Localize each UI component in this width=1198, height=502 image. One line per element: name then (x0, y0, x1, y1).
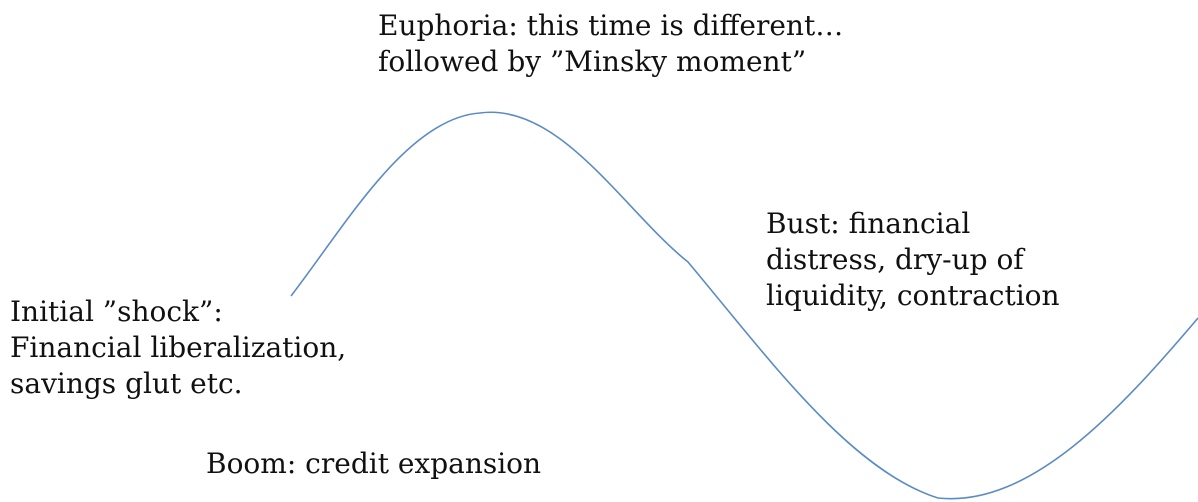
boom-label: Boom: credit expansion (206, 446, 541, 482)
initial-shock-label-line: Financial liberalization, (10, 331, 347, 364)
initial-shock-label: Initial ”shock”: Financial liberalizatio… (10, 294, 346, 402)
bust-label-line: liquidity, contraction (766, 279, 1060, 312)
initial-shock-label-line: Initial ”shock”: (10, 295, 223, 328)
euphoria-label-line: Euphoria: this time is different… (378, 9, 844, 42)
bust-label-line: Bust: financial (766, 207, 971, 240)
initial-shock-label-line: savings glut etc. (10, 367, 243, 400)
euphoria-label-line: followed by ”Minsky moment” (378, 45, 807, 78)
bust-label-line: distress, dry-up of (766, 243, 1024, 276)
euphoria-label: Euphoria: this time is different… follow… (378, 8, 843, 80)
cycle-curve (290, 111, 1198, 500)
boom-label-line: Boom: credit expansion (206, 447, 542, 480)
bust-label: Bust: financial distress, dry-up of liqu… (766, 206, 1060, 314)
